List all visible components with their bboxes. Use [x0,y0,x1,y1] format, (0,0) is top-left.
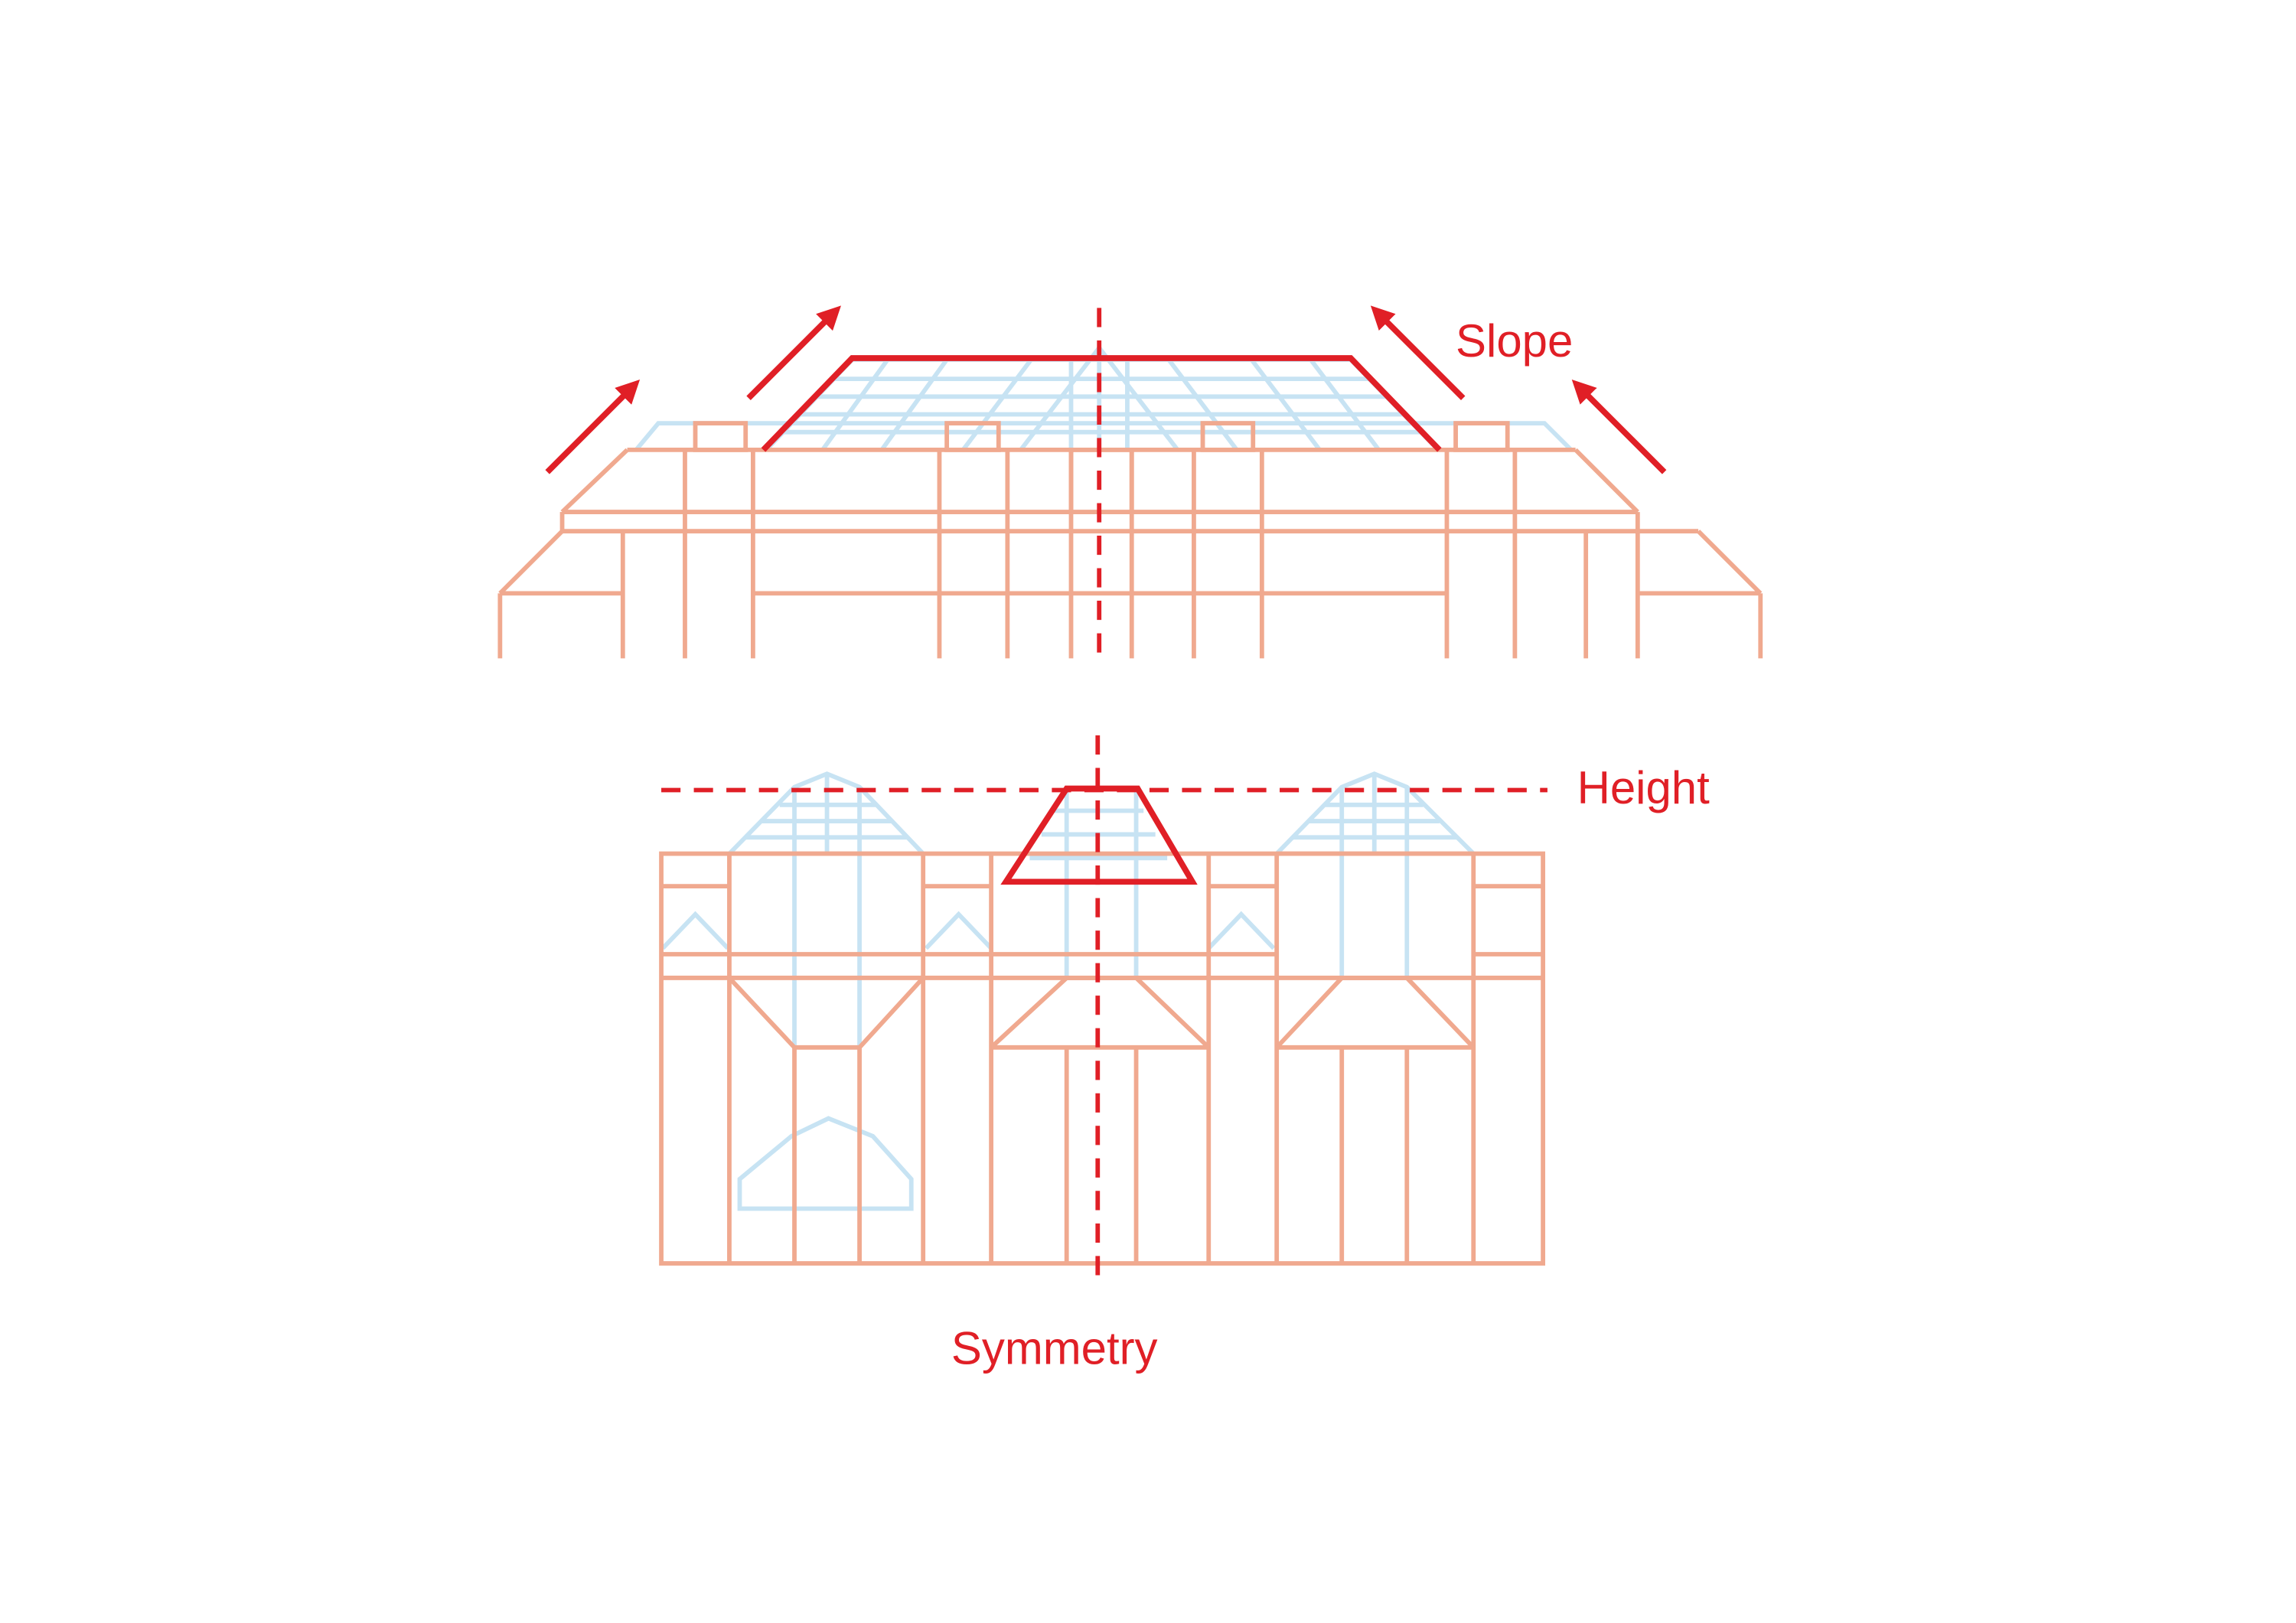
bottom-elevation: Height Symmetry [659,735,1711,1374]
top-elevation: Slope [497,305,1763,663]
symmetry-label: Symmetry [951,1322,1158,1374]
slope-arrow-right-inner [1370,305,1466,400]
slope-arrows [545,305,1667,474]
top-building [497,421,1763,659]
slope-arrow-left-outer [545,380,641,474]
slope-arrow-right-outer [1571,380,1667,474]
slope-arrow-left-inner [746,305,841,400]
height-trapezoid [1000,785,1198,885]
slope-label: Slope [1456,315,1573,367]
bottom-building [659,851,1546,1266]
height-label: Height [1577,762,1711,813]
